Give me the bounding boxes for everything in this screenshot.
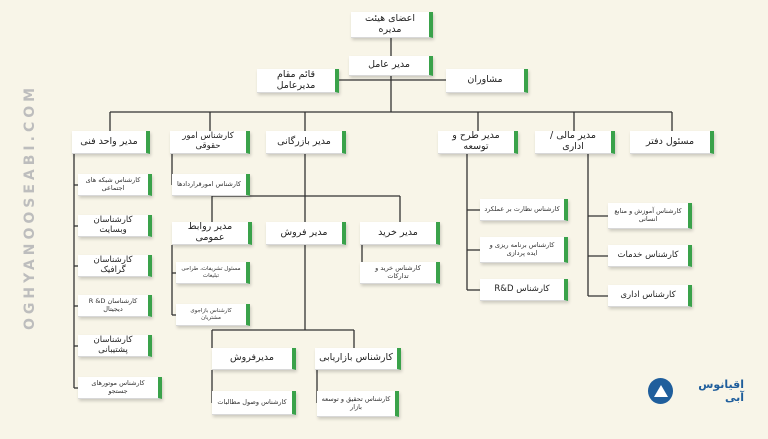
board-box: اعضای هیئت مدیره bbox=[351, 12, 433, 38]
tech-manager-box: مدیر واحد فنی bbox=[72, 131, 150, 154]
digital-rd-label: کارشناسان R &D دیجیتال bbox=[88, 297, 138, 313]
contracts-expert-label: کارشناس امورقراردادها bbox=[176, 179, 242, 188]
deputy-box: قائم مقام مدیرعامل bbox=[257, 69, 339, 93]
services-expert-label: کارشناس خدمات bbox=[617, 249, 679, 260]
brand-logo: اقیانوس آبی bbox=[648, 376, 744, 406]
office-manager-box: مسئول دفتر bbox=[630, 131, 714, 154]
commerce-manager-box: مدیر بازرگانی bbox=[266, 131, 346, 154]
rd-expert-box: کارشناس R&D bbox=[480, 279, 568, 301]
sales-manager2-label: مدیرفروش bbox=[230, 352, 274, 364]
website-expert-label: کارشناسان وبسایت bbox=[93, 214, 133, 235]
legal-expert-box: کارشناس امور حقوقی bbox=[170, 131, 250, 154]
seo-expert-label: کارشناس موتورهای جستجو bbox=[91, 379, 145, 395]
commerce-manager-label: مدیر بازرگانی bbox=[277, 135, 331, 147]
collections-expert-box: کارشناس وصول مطالبات bbox=[212, 391, 296, 415]
contracts-expert-box: کارشناس امورقراردادها bbox=[172, 174, 250, 196]
finance-manager-box: مدیر مالی / اداری bbox=[535, 130, 615, 154]
tech-manager-label: مدیر واحد فنی bbox=[80, 135, 138, 147]
purchase-expert-label: کارشناس خرید و تدارکات bbox=[375, 264, 421, 280]
ceo-label: مدیر عامل bbox=[368, 59, 410, 71]
advisors-box: مشاوران bbox=[446, 69, 528, 93]
purchase-manager-label: مدیر خرید bbox=[378, 226, 418, 238]
plan-manager-label: مدیر طرح و توسعه bbox=[452, 130, 500, 152]
graphic-expert-label: کارشناسان گرافیک bbox=[93, 254, 133, 275]
plan-manager-box: مدیر طرح و توسعه bbox=[438, 130, 518, 154]
events-officer-box: مسئول تشریفات، طراحی تبلیغات bbox=[176, 262, 250, 284]
training-expert-label: کارشناس آموزش و منابع انسانی bbox=[614, 207, 682, 223]
graphic-expert-box: کارشناسان گرافیک bbox=[78, 255, 152, 277]
ceo-box: مدیر عامل bbox=[349, 56, 433, 76]
finance-manager-label: مدیر مالی / اداری bbox=[550, 130, 596, 152]
advisors-label: مشاوران bbox=[467, 74, 503, 86]
market-research-label: کارشناس تحقیق و توسعه بازار bbox=[321, 395, 391, 411]
sales-manager-label: مدیر فروش bbox=[280, 226, 328, 238]
supervision-expert-box: کارشناس نظارت بر عملکرد bbox=[480, 199, 568, 221]
admin-expert-box: کارشناس اداری bbox=[608, 285, 692, 307]
sales-manager-box: مدیر فروش bbox=[266, 222, 346, 245]
sales-manager2-box: مدیرفروش bbox=[212, 348, 296, 370]
supervision-expert-label: کارشناس نظارت بر عملکرد bbox=[484, 204, 560, 213]
services-expert-box: کارشناس خدمات bbox=[608, 245, 692, 267]
purchase-expert-box: کارشناس خرید و تدارکات bbox=[360, 262, 440, 284]
social-expert-box: کارشناس شبکه های اجتماعی bbox=[78, 174, 152, 196]
rd-expert-label: کارشناس R&D bbox=[494, 283, 550, 294]
board-label: اعضای هیئت مدیره bbox=[365, 12, 415, 35]
purchase-manager-box: مدیر خرید bbox=[360, 222, 440, 245]
support-expert-box: کارشناسان پشتیبانی bbox=[78, 335, 152, 357]
pr-manager-box: مدیر روابط عمومی bbox=[172, 221, 252, 245]
site-watermark: OGHYANOOSEABI.COM bbox=[22, 83, 38, 330]
support-expert-label: کارشناسان پشتیبانی bbox=[93, 334, 133, 355]
sailboat-icon bbox=[648, 378, 674, 404]
collections-expert-label: کارشناس وصول مطالبات bbox=[217, 397, 287, 406]
events-officer-label: مسئول تشریفات، طراحی تبلیغات bbox=[181, 266, 241, 279]
admin-expert-label: کارشناس اداری bbox=[620, 289, 676, 300]
brand-logo-text: اقیانوس آبی bbox=[698, 378, 744, 404]
planning-expert-label: کارشناس برنامه ریزی و ایده پردازی bbox=[489, 241, 555, 257]
customer-expert-label: کارشناس بازاجوی مشتریان bbox=[190, 308, 232, 321]
pr-manager-label: مدیر روابط عمومی bbox=[187, 221, 233, 243]
legal-expert-label: کارشناس امور حقوقی bbox=[182, 131, 234, 151]
marketing-expert-box: کارشناس بازاریابی bbox=[315, 348, 401, 370]
website-expert-box: کارشناسان وبسایت bbox=[78, 215, 152, 237]
planning-expert-box: کارشناس برنامه ریزی و ایده پردازی bbox=[480, 237, 568, 263]
market-research-box: کارشناس تحقیق و توسعه بازار bbox=[317, 391, 399, 417]
social-expert-label: کارشناس شبکه های اجتماعی bbox=[85, 176, 141, 192]
training-expert-box: کارشناس آموزش و منابع انسانی bbox=[608, 203, 692, 229]
customer-expert-box: کارشناس بازاجوی مشتریان bbox=[176, 304, 250, 326]
marketing-expert-label: کارشناس بازاریابی bbox=[319, 352, 393, 364]
deputy-label: قائم مقام مدیرعامل bbox=[276, 68, 316, 91]
office-manager-label: مسئول دفتر bbox=[645, 135, 695, 147]
digital-rd-box: کارشناسان R &D دیجیتال bbox=[78, 295, 152, 317]
seo-expert-box: کارشناس موتورهای جستجو bbox=[78, 377, 162, 399]
